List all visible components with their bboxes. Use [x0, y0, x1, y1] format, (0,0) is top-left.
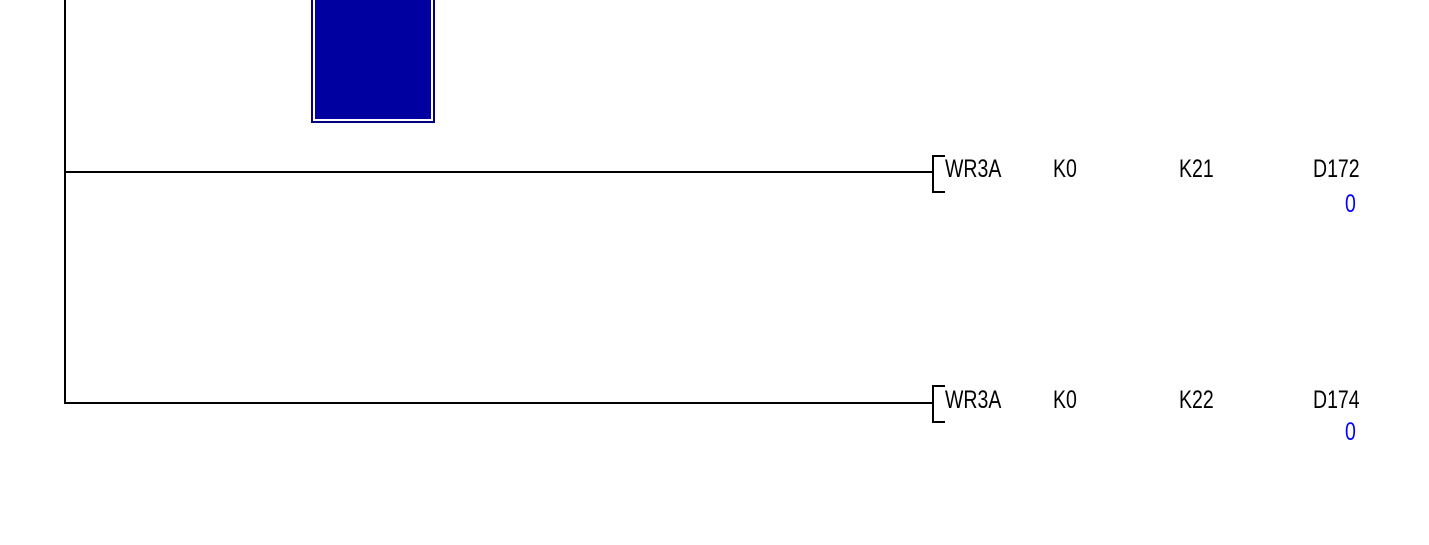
- operand-1[interactable]: K0: [1053, 155, 1077, 183]
- instruction-bracket-icon: [932, 155, 945, 193]
- operand-3[interactable]: D172: [1313, 155, 1360, 183]
- operand-2[interactable]: K21: [1179, 155, 1214, 183]
- ladder-cursor[interactable]: [311, 0, 435, 123]
- operand-3[interactable]: D174: [1313, 386, 1360, 414]
- operand-2[interactable]: K22: [1179, 386, 1214, 414]
- operand-1[interactable]: K0: [1053, 386, 1077, 414]
- monitor-value: 0: [1345, 418, 1356, 446]
- instruction-mnemonic[interactable]: WR3A: [945, 386, 1002, 414]
- rung-wire: [64, 402, 933, 404]
- instruction-mnemonic[interactable]: WR3A: [945, 155, 1002, 183]
- left-power-rail: [64, 0, 66, 404]
- instruction-bracket-icon: [932, 385, 945, 423]
- monitor-value: 0: [1345, 190, 1356, 218]
- rung-wire: [64, 171, 933, 173]
